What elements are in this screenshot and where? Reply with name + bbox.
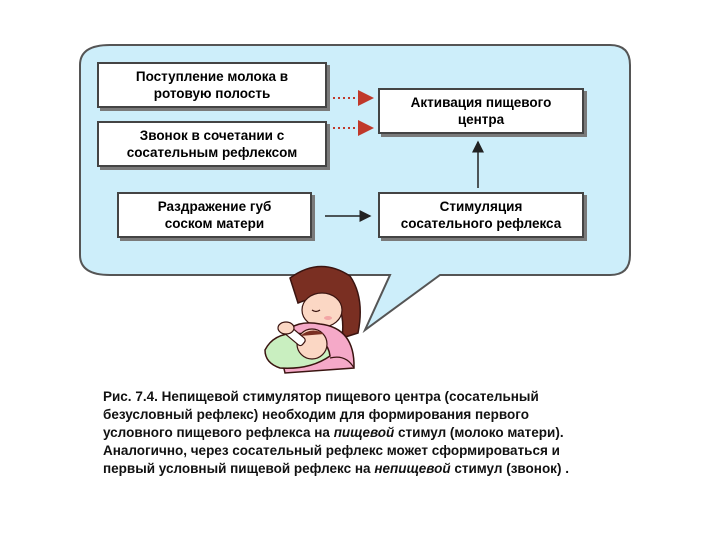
milk-intake-box: Поступление молока в ротовую полость — [97, 62, 327, 108]
caption-line: Аналогично, через сосательный рефлекс мо… — [103, 443, 560, 458]
mother-feeding-baby-illustration — [264, 265, 361, 374]
sucking-reflex-stimulation-box: Стимуляция сосательного рефлекса — [378, 192, 584, 238]
figure-caption: Рис. 7.4. Непищевой стимулятор пищевого … — [103, 388, 643, 478]
caption-line: безусловный рефлекс) необходим для форми… — [103, 407, 529, 422]
caption-line: условного пищевого рефлекса на пищевой с… — [103, 425, 564, 440]
caption-line: первый условный пищевой рефлекс на непищ… — [103, 461, 569, 476]
bell-with-sucking-reflex-box: Звонок в сочетании с сосательным рефлекс… — [97, 121, 327, 167]
lip-irritation-box: Раздражение губ соском матери — [117, 192, 312, 238]
caption-line: Рис. 7.4. Непищевой стимулятор пищевого … — [103, 389, 539, 404]
food-center-activation-box: Активация пищевого центра — [378, 88, 584, 134]
